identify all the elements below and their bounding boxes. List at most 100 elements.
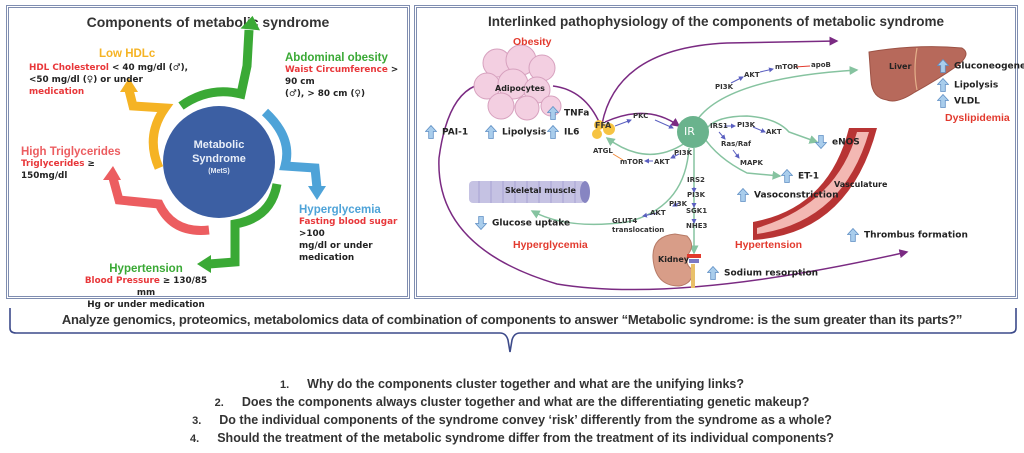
- node-mtor-liver: mTOR: [775, 63, 799, 71]
- high-triglycerides-title: High Triglycerides: [21, 146, 121, 158]
- node-nhe3: NHE3: [686, 222, 708, 230]
- effect-il6-label: IL6: [564, 127, 580, 138]
- question-4-number: 4.: [190, 433, 200, 445]
- ffa-illustration: [592, 120, 615, 139]
- effect-et1: ET-1: [781, 169, 819, 183]
- effect-et1-label: ET-1: [798, 171, 819, 182]
- ir-to-liver-path: [696, 65, 859, 121]
- ir-to-ffa-path: [605, 137, 686, 155]
- mtor-atgl-line: [612, 153, 624, 161]
- effect-lipolysis-adipose-label: Lipolysis: [502, 127, 547, 138]
- muscle-akt-glut4-arrow: [642, 212, 658, 218]
- ffa-pkc-arrow: [614, 119, 632, 127]
- abdominal-obesity-criteria-value2: (♂), > 80 cm (♀): [285, 89, 365, 99]
- center-label-line1: Metabolic: [193, 139, 245, 151]
- pathway-diagram: [438, 36, 967, 291]
- low-hdl-criteria-value2: <50 mg/dl (♀) or under: [29, 75, 143, 85]
- node-pi3k-liver: PI3K: [715, 83, 734, 91]
- component-abdominal-obesity: Abdominal obesity Waist Circumference > …: [285, 52, 410, 100]
- curly-brace: [9, 308, 1017, 353]
- center-label-line2: Syndrome: [192, 153, 246, 165]
- effect-vasoconstriction-label: Vasoconstriction: [754, 190, 839, 201]
- question-2: 2.Does the components always cluster tog…: [0, 395, 1024, 409]
- low-hdl-arrow: [124, 88, 174, 170]
- muscle-pi3k-akt-arrow: [672, 201, 680, 207]
- effect-sodium-resorption: Sodium resorption: [707, 266, 818, 280]
- effect-glucose-uptake: Glucose uptake: [475, 216, 570, 230]
- irs1-rasraf-arrow: [718, 131, 726, 140]
- low-hdl-medication: medication: [29, 87, 85, 97]
- hyperglycemia-criteria-value2: mg/dl or under medication: [299, 241, 373, 263]
- adipocyte-to-ffa-curve: [552, 85, 601, 125]
- label-liver: Liver: [889, 62, 912, 71]
- rasraf-mapk-arrow: [732, 149, 740, 159]
- hypertension-arrowhead: [197, 255, 211, 273]
- ir-to-enos-path: [706, 115, 819, 144]
- hypertension-criteria-value2: Hg or under medication: [87, 300, 205, 310]
- component-high-triglycerides: High Triglycerides Triglycerides ≥150mg/…: [21, 146, 131, 182]
- abdominal-obesity-arrow: [178, 29, 254, 110]
- node-apob: apoB: [811, 61, 831, 69]
- low-hdl-arrowhead: [120, 78, 138, 92]
- up-arrow-icon: [485, 125, 497, 139]
- up-arrow-icon: [937, 94, 949, 108]
- low-hdl-criteria: HDL Cholesterol < 40 mg/dl (♂), <50 mg/d…: [29, 62, 199, 98]
- effect-lipolysis-liver-label: Lipolysis: [954, 80, 999, 91]
- adipocyte-to-pai1-curve: [438, 85, 909, 291]
- ir-node: [677, 116, 709, 148]
- center-label: Metabolic Syndrome (MetS): [159, 138, 279, 177]
- question-4-text: Should the treatment of the metabolic sy…: [217, 431, 834, 445]
- node-rasraf: Ras/Raf: [721, 140, 751, 148]
- node-pi3k-ffa: PI3K: [674, 149, 693, 157]
- node-akt-liver: AKT: [744, 71, 760, 79]
- vasculature-illustration: [753, 128, 877, 240]
- abdominal-obesity-criteria-key: Waist Circumference: [285, 65, 388, 75]
- down-arrow-icon: [475, 216, 487, 230]
- question-1: 1.Why do the components cluster together…: [0, 377, 1024, 391]
- node-pi3k-muscle: PI3K: [669, 200, 688, 208]
- pathophysiology-panel: Interlinked pathophysiology of the compo…: [414, 5, 1024, 299]
- hypertension-criteria-value: ≥ 130/85 mm: [136, 276, 208, 298]
- pi3k-akt-ffa-arrow: [670, 153, 680, 159]
- effect-gluconeogenesis: Gluconeogenesis: [937, 59, 1024, 73]
- effect-pai1-label: PAI-1: [442, 127, 469, 138]
- effect-gluconeogenesis-label: Gluconeogenesis: [954, 61, 1024, 72]
- question-3-number: 3.: [192, 415, 202, 427]
- liver-ligament: [914, 47, 918, 91]
- hypertension-arrow: [208, 183, 282, 269]
- label-adipocytes: Adipocytes: [495, 84, 545, 93]
- label-kidney: Kidney: [658, 255, 690, 264]
- node-pi3k-kidney: PI3K: [687, 191, 706, 199]
- hyperglycemia-criteria-key: Fasting blood sugar: [299, 217, 398, 227]
- triglycerides-criteria-key: Triglycerides: [21, 159, 85, 169]
- components-wheel: [103, 15, 326, 273]
- label-dyslipidemia: Dyslipidemia: [945, 112, 1010, 124]
- label-hyperglycemia: Hyperglycemia: [513, 239, 588, 251]
- node-ffa: FFA: [595, 121, 612, 130]
- effect-tnfa: TNFa: [547, 106, 589, 120]
- question-1-text: Why do the components cluster together a…: [307, 377, 745, 391]
- hypertension-criteria-key: Blood Pressure: [84, 276, 160, 286]
- node-irs1: IRS1: [710, 122, 728, 130]
- node-sgk1: SGK1: [686, 207, 708, 215]
- triglycerides-arrowhead: [103, 166, 121, 180]
- node-irs2: IRS2: [687, 176, 705, 184]
- liver-mtor-apob-line: [794, 65, 811, 68]
- question-3: 3. Do the individual components of the sy…: [0, 413, 1024, 427]
- liver-akt-mtor-arrow: [759, 67, 774, 73]
- label-vasculature: Vasculature: [834, 180, 888, 189]
- components-panel-title: Components of metabolic syndrome: [86, 14, 330, 30]
- node-akt-ffa: AKT: [654, 158, 670, 166]
- liver-illustration: [868, 46, 967, 102]
- up-arrow-icon: [707, 266, 719, 280]
- metabolic-syndrome-circle: [163, 106, 275, 218]
- effect-lipolysis-adipose: Lipolysis: [485, 125, 546, 139]
- up-arrow-icon: [847, 228, 859, 242]
- question-2-text: Does the components always cluster toget…: [241, 395, 810, 409]
- label-skeletal-muscle: Skeletal muscle: [505, 186, 576, 195]
- high-triglycerides-criteria: Triglycerides ≥150mg/dl: [21, 158, 131, 182]
- low-hdl-criteria-key: HDL Cholesterol: [29, 63, 109, 73]
- question-3-text: Do the individual components of the synd…: [219, 413, 832, 427]
